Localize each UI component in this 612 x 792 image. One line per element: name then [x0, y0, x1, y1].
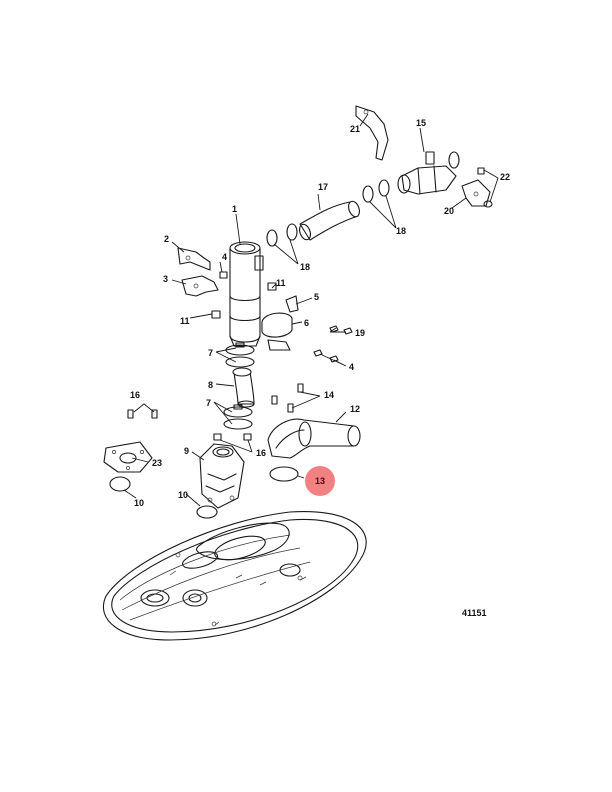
callout-13[interactable]: 13	[315, 476, 325, 486]
callout-7-upper: 7	[208, 348, 213, 358]
callout-21: 21	[350, 124, 360, 134]
callout-11-left: 11	[180, 316, 190, 326]
mounting-bracket-upper	[177, 247, 211, 271]
callout-11-right: 11	[276, 278, 286, 288]
callout-10-center: 10	[178, 490, 188, 500]
callout-23: 23	[152, 458, 162, 468]
hose-clamp-7-lower	[223, 404, 253, 430]
gasket-10-left	[109, 476, 131, 492]
callout-18-right: 18	[396, 226, 406, 236]
bracket-21	[355, 105, 389, 161]
exhaust-hose-8	[232, 367, 255, 408]
highlight-marker[interactable]	[305, 466, 335, 496]
base-plate	[102, 510, 367, 641]
callout-8: 8	[208, 380, 213, 390]
nut-11-left	[211, 310, 221, 319]
callout-4-right: 4	[349, 362, 354, 372]
gasket-10-center	[196, 505, 218, 519]
cooler-15	[397, 151, 460, 195]
bracket-20	[461, 179, 491, 207]
callout-3: 3	[163, 274, 168, 284]
hose-clamp-7-upper	[225, 342, 255, 368]
callout-15: 15	[416, 118, 426, 128]
callout-labels: 1 2 3 4 4 5 6 7 7 8 9 10 10 11 11 12 14 …	[130, 118, 510, 508]
figure-number: 41151	[462, 608, 487, 618]
hose-clamp-18-right	[362, 179, 390, 203]
callout-18-left: 18	[300, 262, 310, 272]
stud-16-left	[127, 409, 158, 419]
callout-16-left: 16	[130, 390, 140, 400]
exhaust-outlet-12	[267, 418, 361, 459]
bracket-5	[285, 295, 299, 313]
nut-11-right	[267, 282, 277, 291]
nut-4-upper	[219, 271, 228, 279]
callout-12: 12	[350, 404, 360, 414]
callout-17: 17	[318, 182, 328, 192]
callout-16-center: 16	[256, 448, 266, 458]
leader-lines	[123, 113, 499, 507]
fastener-22	[477, 167, 493, 208]
hose-clamp-18-left	[266, 223, 298, 247]
muffler-body	[229, 241, 264, 347]
bolt-4-right	[313, 349, 339, 363]
mounting-bracket-lower	[181, 275, 219, 297]
callout-7-lower: 7	[206, 398, 211, 408]
stud-14	[271, 383, 304, 413]
gasket-13	[269, 466, 299, 482]
bolt-16-center	[213, 433, 252, 441]
callout-5: 5	[314, 292, 319, 302]
water-hose-17	[299, 200, 360, 241]
callout-6: 6	[304, 318, 309, 328]
cover-plate-23	[103, 441, 153, 473]
highlighted-callout-13[interactable]: 13	[305, 466, 335, 496]
callout-2: 2	[164, 234, 169, 244]
callout-14: 14	[324, 390, 334, 400]
callout-22: 22	[500, 172, 510, 182]
exhaust-elbow-9	[199, 443, 245, 509]
callout-10-left: 10	[134, 498, 144, 508]
callout-20: 20	[444, 206, 454, 216]
callout-4-upper: 4	[222, 252, 227, 262]
callout-1: 1	[232, 204, 237, 214]
callout-9: 9	[184, 446, 189, 456]
strap-clamp	[261, 312, 293, 351]
callout-19: 19	[355, 328, 365, 338]
